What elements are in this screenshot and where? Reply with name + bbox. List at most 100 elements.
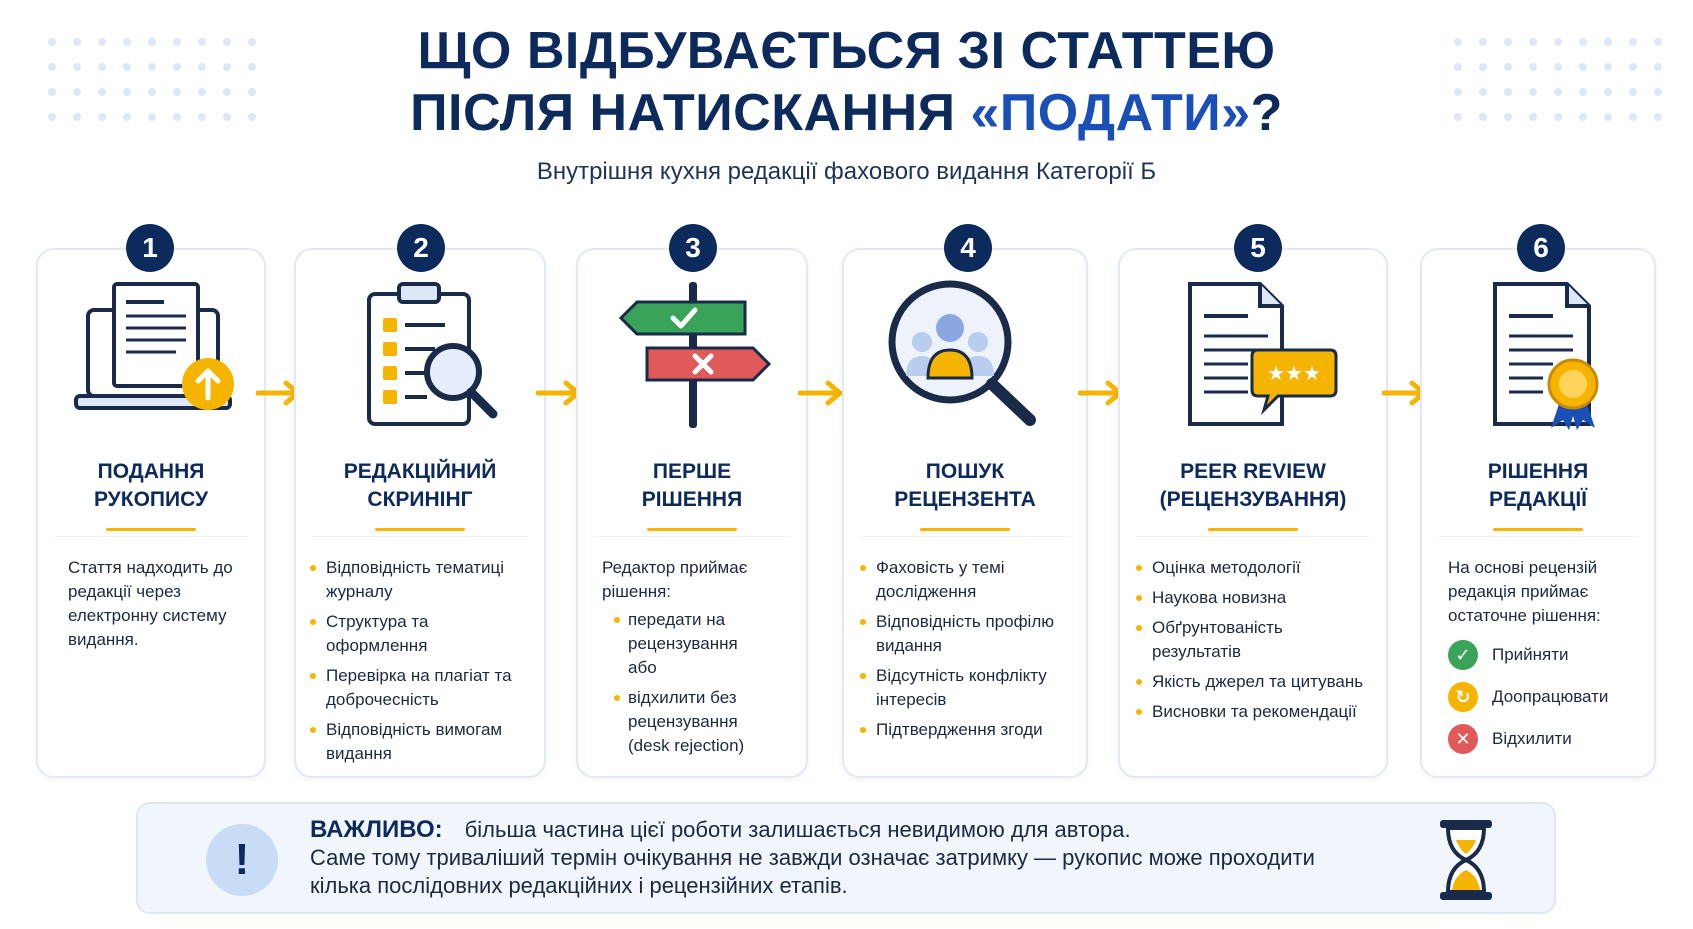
step-card-6: РІШЕННЯ РЕДАКЦІЇ На основі рецензій реда…: [1420, 248, 1656, 778]
step-title-2-line2: СКРИНІНГ: [367, 488, 473, 511]
important-note: ! ВАЖЛИВО: більша частина цієї роботи зал…: [136, 802, 1556, 914]
step-title-6-line2: РЕДАКЦІЇ: [1489, 488, 1587, 511]
list-item: Перевірка на плагіат та доброчесність: [310, 664, 534, 712]
decor-dots-right: [1454, 38, 1662, 121]
step-body-4: Фаховість у темі дослідження Відповідніс…: [860, 556, 1076, 748]
list-item: Наукова новизна: [1136, 586, 1376, 610]
svg-text:★★★: ★★★: [1267, 361, 1321, 385]
step-title-4-line2: РЕЦЕНЗЕНТА: [894, 488, 1036, 511]
subtitle: Внутрішня кухня редакції фахового виданн…: [536, 158, 1157, 185]
decision-label: Відхилити: [1492, 729, 1572, 748]
document-stars-icon: ★★★: [1120, 280, 1386, 430]
step-number-2: 2: [397, 224, 445, 272]
list-item: Висновки та рекомендації: [1136, 700, 1376, 724]
decision-revise: ↻ Доопрацювати: [1448, 682, 1640, 712]
list-item: Відсутність конфлікту інтересів: [860, 664, 1076, 712]
step-title-5: PEER REVIEW (РЕЦЕНЗУВАННЯ): [1126, 458, 1380, 514]
step-title-3: ПЕРШЕ РІШЕННЯ: [584, 458, 800, 514]
clipboard-magnifier-icon: [296, 280, 544, 430]
step-card-3: ПЕРШЕ РІШЕННЯ Редактор приймає рішення: …: [576, 248, 808, 778]
arrow-right-icon: [798, 380, 843, 406]
list-item: відхилити без рецензування (desk rejecti…: [614, 686, 756, 758]
list-item: Підтвердження згоди: [860, 718, 1076, 742]
card-divider: [54, 536, 248, 537]
title-underline: [1493, 528, 1583, 531]
step-title-2: РЕДАКЦІЙНИЙ СКРИНІНГ: [302, 458, 538, 514]
step-body-2: Відповідність тематиці журналу Структура…: [310, 556, 534, 772]
list-item: передати на рецензування або: [614, 608, 756, 680]
list-item: Відповідність профілю видання: [860, 610, 1076, 658]
list-item: Структура та оформлення: [310, 610, 534, 658]
step-title-1-line1: ПОДАННЯ: [97, 460, 205, 483]
step-card-2: РЕДАКЦІЙНИЙ СКРИНІНГ Відповідність темат…: [294, 248, 546, 778]
card-divider: [594, 536, 790, 537]
laptop-upload-icon: [38, 280, 264, 430]
step-title-6: РІШЕННЯ РЕДАКЦІЇ: [1428, 458, 1648, 514]
page-title: ЩО ВІДБУВАЄТЬСЯ ЗІ СТАТТЕЮ ПІСЛЯ НАТИСКА…: [0, 20, 1693, 144]
step-number-5: 5: [1234, 224, 1282, 272]
decision-label: Доопрацювати: [1492, 687, 1609, 706]
step-text-1: Стаття надходить до редакції через елект…: [68, 558, 233, 649]
step-list-5: Оцінка методології Наукова новизна Обґру…: [1136, 556, 1376, 724]
signpost-icon: [578, 280, 806, 430]
card-divider: [312, 536, 528, 537]
important-line-2: Саме тому триваліший термін очікування н…: [310, 845, 1315, 898]
people-magnifier-icon: [844, 280, 1086, 430]
cross-icon: ✕: [1448, 724, 1478, 754]
decision-label: Прийняти: [1492, 645, 1569, 664]
important-label: ВАЖЛИВО:: [310, 816, 443, 843]
step-title-4-line1: ПОШУК: [925, 460, 1005, 483]
step-number-3: 3: [669, 224, 717, 272]
step-title-3-line2: РІШЕННЯ: [641, 488, 743, 511]
step-card-1: ПОДАННЯ РУКОПИСУ Стаття надходить до ред…: [36, 248, 266, 778]
decision-reject: ✕ Відхилити: [1448, 724, 1640, 754]
step-title-2-line1: РЕДАКЦІЙНИЙ: [343, 460, 497, 483]
certificate-icon: [1422, 280, 1654, 430]
decision-accept: ✓ Прийняти: [1448, 640, 1640, 670]
title-underline: [647, 528, 737, 531]
list-item: Відповідність тематиці журналу: [310, 556, 534, 604]
card-divider: [1136, 536, 1370, 537]
list-item: Відповідність вимогам видання: [310, 718, 534, 766]
step-card-4: ПОШУК РЕЦЕНЗЕНТА Фаховість у темі дослід…: [842, 248, 1088, 778]
step-body-1: Стаття надходить до редакції через елект…: [68, 556, 244, 656]
title-underline: [1208, 528, 1298, 531]
card-divider: [860, 536, 1070, 537]
step-card-5: ★★★ PEER REVIEW (РЕЦЕНЗУВАННЯ) Оцінка ме…: [1118, 248, 1388, 778]
title-line-2-suffix: ?: [1250, 84, 1283, 142]
title-highlight: «ПОДАТИ»: [970, 84, 1251, 142]
refresh-icon: ↻: [1448, 682, 1478, 712]
title-line-2: ПІСЛЯ НАТИСКАННЯ «ПОДАТИ»?: [0, 82, 1693, 144]
step-list-3: передати на рецензування або відхилити б…: [614, 608, 756, 758]
decor-dots-left: [48, 38, 256, 121]
step-list-4: Фаховість у темі дослідження Відповідніс…: [860, 556, 1076, 742]
step-title-3-line1: ПЕРШЕ: [652, 460, 732, 483]
step-title-4: ПОШУК РЕЦЕНЗЕНТА: [850, 458, 1080, 514]
step-number-6: 6: [1517, 224, 1565, 272]
step-title-5-line1: PEER REVIEW: [1180, 460, 1326, 483]
title-underline: [920, 528, 1010, 531]
title-line-1: ЩО ВІДБУВАЄТЬСЯ ЗІ СТАТТЕЮ: [417, 22, 1276, 80]
step-number-4: 4: [944, 224, 992, 272]
exclamation-icon: !: [206, 824, 278, 896]
step-title-1: ПОДАННЯ РУКОПИСУ: [44, 458, 258, 514]
list-item: Оцінка методології: [1136, 556, 1376, 580]
list-item: Фаховість у темі дослідження: [860, 556, 1076, 604]
step-text-6: На основі рецензій редакція приймає оста…: [1448, 558, 1601, 625]
list-item: Якість джерел та цитувань: [1136, 670, 1376, 694]
card-divider: [1438, 536, 1638, 537]
step-title-1-line2: РУКОПИСУ: [93, 488, 209, 511]
list-item: Обґрунтованість результатів: [1136, 616, 1376, 664]
hourglass-icon: [1440, 820, 1492, 900]
check-icon: ✓: [1448, 640, 1478, 670]
important-line-1: більша частина цієї роботи залишається н…: [464, 817, 1131, 842]
step-body-6: На основі рецензій редакція приймає оста…: [1448, 556, 1640, 754]
title-underline: [375, 528, 465, 531]
title-line-2-prefix: ПІСЛЯ НАТИСКАННЯ: [410, 84, 971, 142]
title-underline: [106, 528, 196, 531]
step-list-2: Відповідність тематиці журналу Структура…: [310, 556, 534, 766]
important-text: ВАЖЛИВО: більша частина цієї роботи залиш…: [310, 816, 1360, 900]
step-title-6-line1: РІШЕННЯ: [1487, 460, 1589, 483]
step-title-5-line2: (РЕЦЕНЗУВАННЯ): [1159, 488, 1347, 511]
step-body-5: Оцінка методології Наукова новизна Обґру…: [1136, 556, 1376, 730]
